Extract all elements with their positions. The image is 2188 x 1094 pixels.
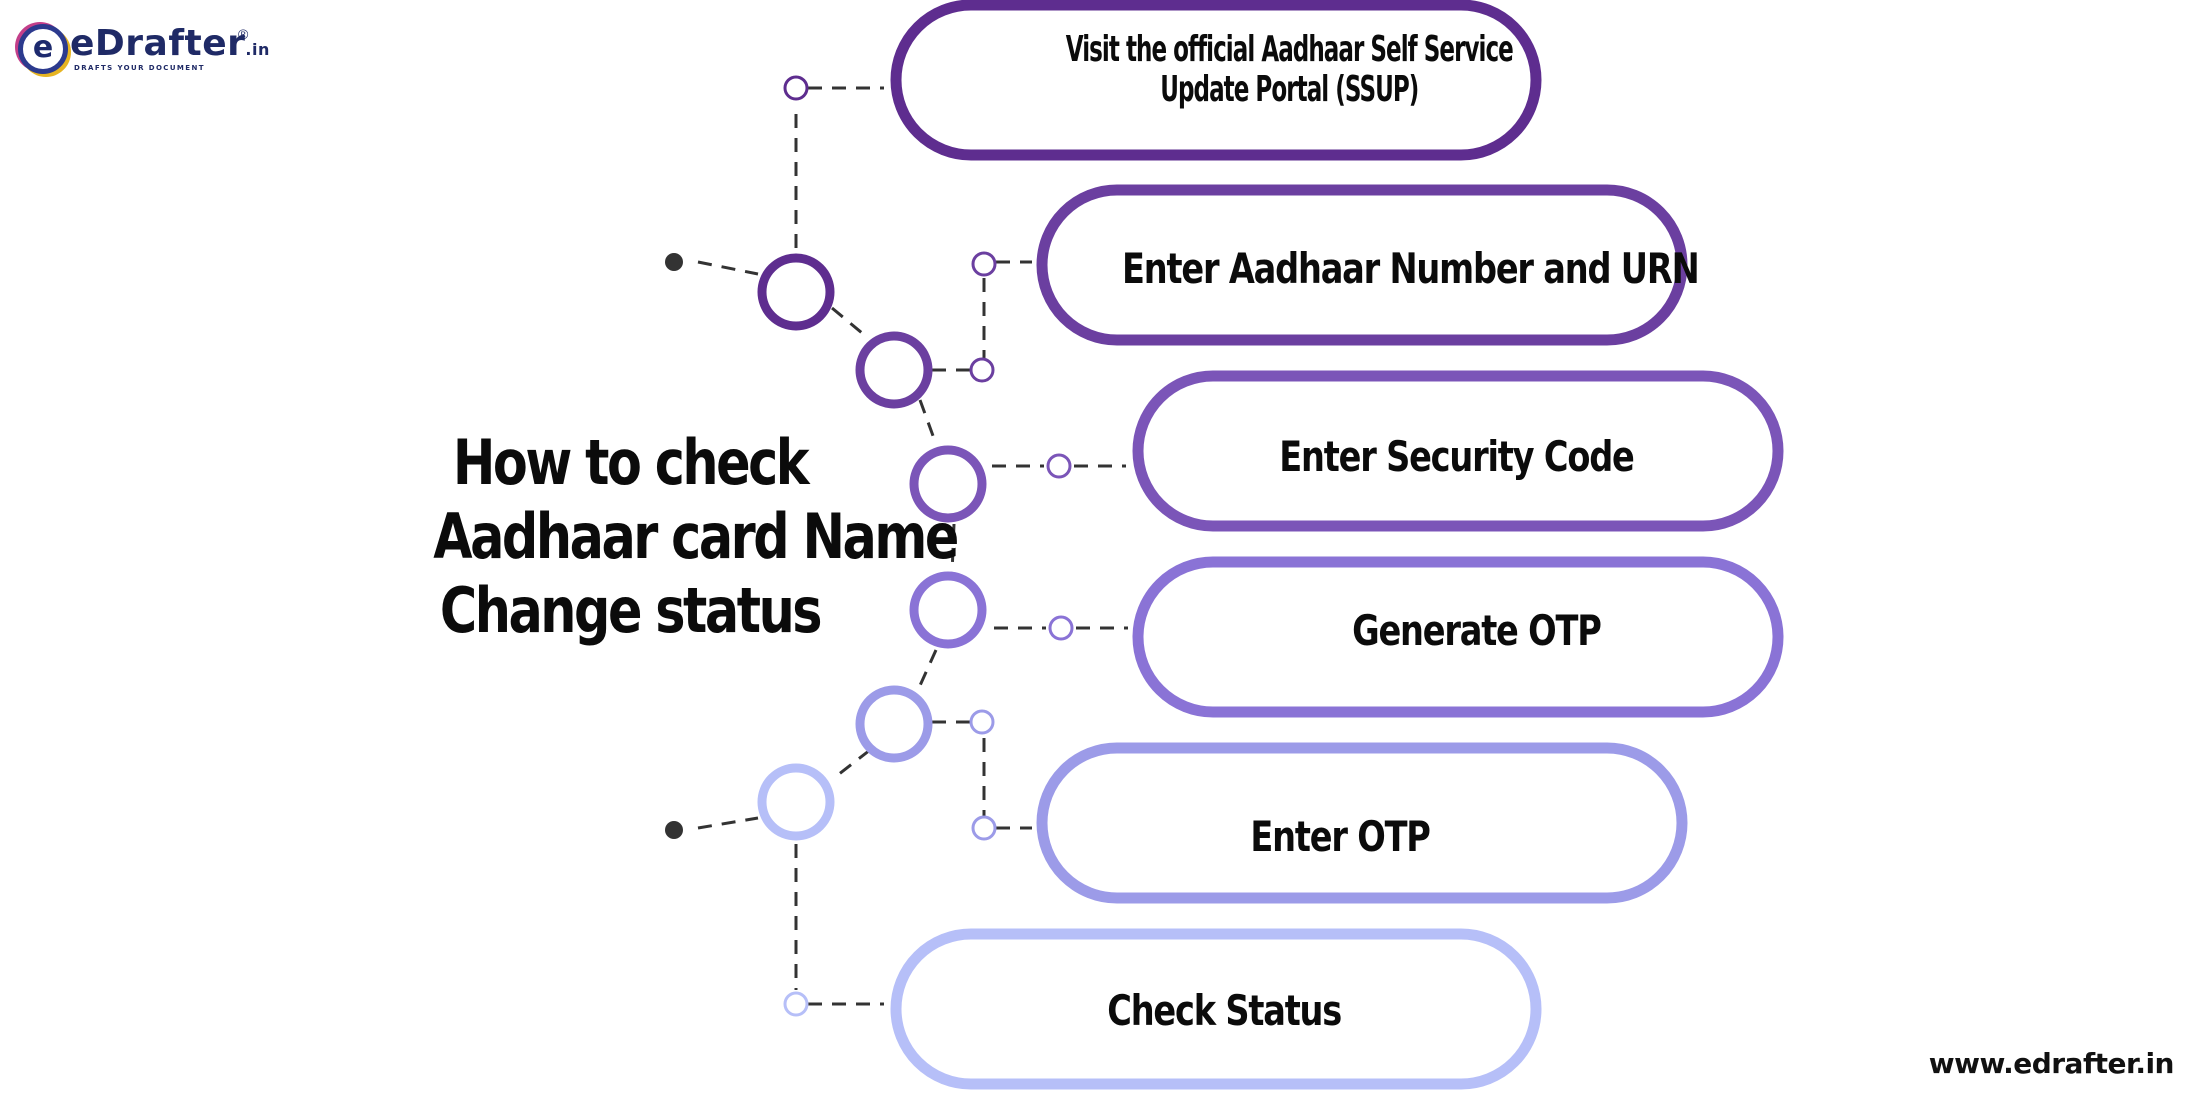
node-circle-1	[757, 253, 835, 331]
joint-circle	[1046, 453, 1072, 479]
step-3-label: Enter Security Code	[1136, 432, 1776, 482]
step-1-line-2: Update Portal (SSUP)	[1160, 69, 1419, 110]
step-6-line-1: Check Status	[1107, 986, 1342, 1035]
title-line-1: How to check	[452, 426, 810, 499]
node-circle-2	[855, 331, 933, 409]
node-circle-3	[909, 445, 987, 523]
step-1-line-1: Visit the official Aadhaar Self Service	[1065, 29, 1514, 70]
node-circle-6	[757, 763, 835, 841]
logo-tagline: DRAFTS YOUR DOCUMENT	[74, 64, 205, 72]
connector-line	[918, 399, 938, 445]
step-6-label: Check Status	[904, 986, 1544, 1036]
connector-line	[916, 649, 938, 691]
connector-line	[831, 306, 869, 340]
step-2-line-1: Enter Aadhaar Number and URN	[1122, 244, 1700, 293]
node-circle-4	[909, 571, 987, 649]
step-4-pill	[1132, 556, 1784, 718]
joint-circle	[1048, 615, 1074, 641]
node-circle-5	[855, 685, 933, 763]
joint-circle	[969, 709, 995, 735]
step-5-label: Enter OTP	[1020, 812, 1660, 862]
logo-text: eDrafter	[70, 23, 246, 64]
end-dot	[665, 253, 683, 271]
title-line-3: Change status	[439, 574, 823, 647]
connector-line	[697, 260, 759, 276]
joint-circle	[783, 75, 809, 101]
step-5-line-1: Enter OTP	[1250, 812, 1431, 861]
joint-circle	[971, 815, 997, 841]
logo-registered-mark: ®	[238, 26, 249, 42]
title-line-2: Aadhaar card Name	[433, 500, 959, 573]
step-4-label: Generate OTP	[1156, 606, 1796, 656]
joint-circle	[783, 991, 809, 1017]
logo-suffix: .in	[245, 40, 270, 59]
step-2-label: Enter Aadhaar Number and URN	[1050, 244, 1700, 294]
step-2-pill	[1036, 184, 1688, 346]
joint-circle	[969, 357, 995, 383]
step-5-pill	[1036, 742, 1688, 904]
step-4-line-1: Generate OTP	[1351, 606, 1602, 655]
logo: e eDrafter.in ® DRAFTS YOUR DOCUMENT	[18, 20, 269, 80]
connector-line	[833, 748, 871, 780]
step-3-line-1: Enter Security Code	[1278, 432, 1635, 481]
diagram-title: How to check Aadhaar card Name Change st…	[433, 426, 959, 648]
connector-line	[950, 523, 956, 575]
joint-circle	[971, 251, 997, 277]
website-url: www.edrafter.in	[1928, 1047, 2175, 1080]
logo-name: eDrafter.in	[70, 22, 270, 72]
connector-line	[697, 816, 759, 830]
end-dot	[665, 821, 683, 839]
logo-e-icon: e	[18, 24, 68, 74]
step-6-pill	[890, 928, 1542, 1090]
step-3-pill	[1132, 370, 1784, 532]
step-1-pill	[890, 0, 1542, 161]
